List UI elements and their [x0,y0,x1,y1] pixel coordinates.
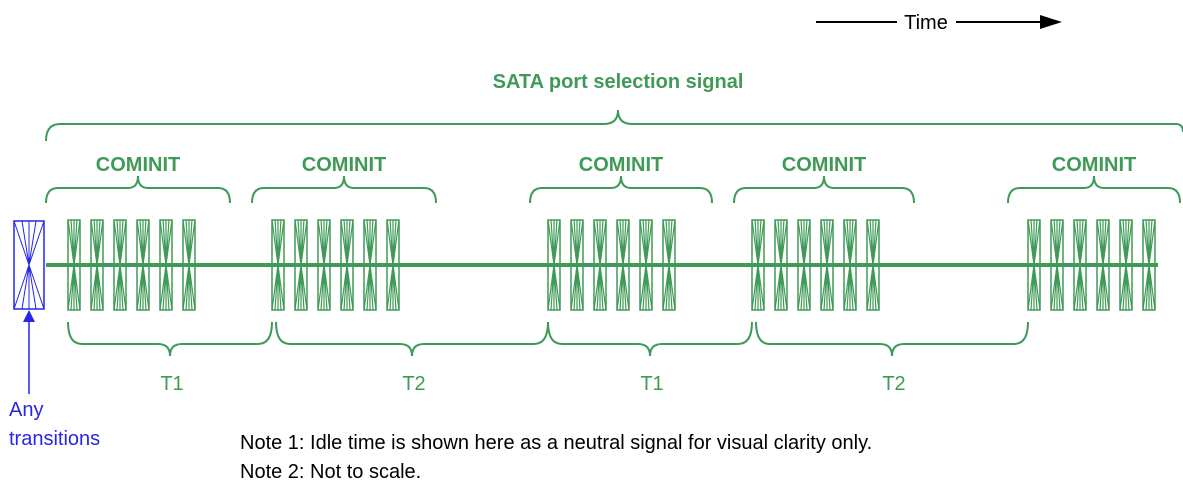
pulse-crossings [340,219,354,311]
burst-pulse [1050,219,1064,311]
pulse-crossings [593,219,607,311]
time-label: Time [904,12,948,34]
pulse-crossings [136,219,150,311]
cominit-burst [1027,219,1156,311]
burst-pulse [751,219,765,311]
cominit-burst [751,219,880,311]
time-arrow: Time [816,12,1062,34]
cominit-burst [547,219,676,311]
interval-label: T2 [882,373,905,395]
cominit-label: COMINIT [302,154,386,176]
pulse-crossings [797,219,811,311]
burst-pulse [1119,219,1133,311]
burst-pulse [340,219,354,311]
cominit-brace [733,175,915,204]
pulse-crossings [386,219,400,311]
cominit-burst [67,219,196,311]
burst-pulse [570,219,584,311]
pulse-crossings [866,219,880,311]
burst-pulse [317,219,331,311]
pulse-crossings [820,219,834,311]
cominit-brace [1007,175,1181,204]
pulse-crossings [113,219,127,311]
overall-brace [45,109,1183,142]
burst-pulse [593,219,607,311]
burst-pulse [1096,219,1110,311]
pulse-crossings [271,219,285,311]
pulse-crossings [843,219,857,311]
pulse-crossings [1073,219,1087,311]
cominit-brace [529,175,713,204]
pulse-crossings [67,219,81,311]
interval-braces: T1 T2 T1 T2 [67,321,1029,395]
burst-pulse [294,219,308,311]
pulse-crossings [774,219,788,311]
cominit-brace [251,175,437,204]
burst-pulse [159,219,173,311]
pulse-crossings [616,219,630,311]
any-transitions-block: Any transitions [9,220,100,450]
interval-brace [547,321,753,357]
cominit-label: COMINIT [579,154,663,176]
interval-brace [67,321,273,357]
burst-pulse [843,219,857,311]
burst-pulse [866,219,880,311]
burst-pulse [797,219,811,311]
pulse-crossings [547,219,561,311]
diagram-title: SATA port selection signal [493,71,744,93]
interval-label: T1 [160,373,183,395]
cominit-label: COMINIT [96,154,180,176]
pulse-crossings [182,219,196,311]
burst-pulse [547,219,561,311]
burst-pulse [113,219,127,311]
burst-pulse [774,219,788,311]
pulse-crossings [1027,219,1041,311]
pulse-crossings [662,219,676,311]
burst-pulse [136,219,150,311]
any-transitions-label-line1: Any [9,399,43,421]
burst-pulse [616,219,630,311]
cominit-brace [45,175,231,204]
interval-label: T2 [402,373,425,395]
pulse-crossings [570,219,584,311]
burst-pulse [1142,219,1156,311]
pulse-crossings [363,219,377,311]
pulse-crossings [1142,219,1156,311]
burst-pulse [662,219,676,311]
interval-label: T1 [640,373,663,395]
burst-pulse [67,219,81,311]
pulse-crossings [159,219,173,311]
time-arrowhead-icon [1040,15,1062,29]
burst-pulse [1027,219,1041,311]
pulse-crossings [639,219,653,311]
burst-pulse [820,219,834,311]
pulse-crossings [90,219,104,311]
cominit-label: COMINIT [1052,154,1136,176]
transition-crossings [13,220,45,310]
cominit-burst [271,219,400,311]
any-transitions-arrowhead-icon [23,310,35,322]
burst-pulse [182,219,196,311]
interval-brace [275,321,549,357]
pulse-crossings [317,219,331,311]
pulse-crossings [1096,219,1110,311]
pulse-crossings [751,219,765,311]
burst-pulse [271,219,285,311]
pulse-crossings [294,219,308,311]
pulse-crossings [1050,219,1064,311]
cominit-bursts: COMINIT COMINIT COMINIT COMINIT COMINIT [45,154,1181,311]
burst-pulse [90,219,104,311]
burst-pulse [386,219,400,311]
interval-brace [755,321,1029,357]
cominit-label: COMINIT [782,154,866,176]
any-transitions-label-line2: transitions [9,428,100,450]
pulse-crossings [1119,219,1133,311]
burst-pulse [639,219,653,311]
burst-pulse [1073,219,1087,311]
note-2: Note 2: Not to scale. [240,461,421,482]
burst-pulse [363,219,377,311]
note-1: Note 1: Idle time is shown here as a neu… [240,432,872,454]
